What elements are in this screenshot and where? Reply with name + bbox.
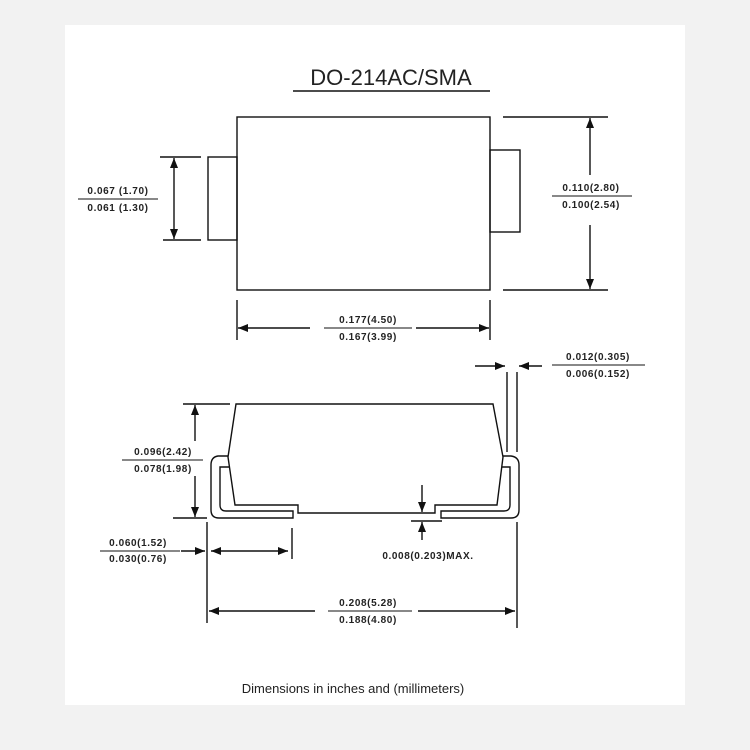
tab-height-max: 0.067 (1.70)	[87, 186, 148, 197]
standoff-label: 0.008(0.203)MAX.	[382, 551, 473, 562]
lead-length-min: 0.030(0.76)	[109, 554, 167, 565]
title: DO-214AC/SMA	[310, 65, 472, 90]
side-body-outline	[227, 403, 504, 514]
left-lead	[210, 455, 294, 519]
left-tab	[207, 156, 238, 241]
lead-thickness-min: 0.006(0.152)	[566, 369, 630, 380]
footer-note: Dimensions in inches and (millimeters)	[242, 681, 465, 696]
right-tab	[489, 149, 521, 233]
body-outline	[236, 116, 491, 291]
right-lead	[440, 455, 520, 519]
tab-height-min: 0.061 (1.30)	[87, 203, 148, 214]
side-view: 0.012(0.305) 0.006(0.152) 0.096(2.42) 0.…	[100, 352, 645, 628]
height-min: 0.078(1.98)	[134, 464, 192, 475]
lead-length-max: 0.060(1.52)	[109, 538, 167, 549]
top-view: 0.067 (1.70) 0.061 (1.30) 0.110(2.80) 0.…	[78, 116, 632, 343]
body-height-max: 0.110(2.80)	[562, 183, 619, 194]
body-length-min: 0.167(3.99)	[339, 332, 397, 343]
overall-length-max: 0.208(5.28)	[339, 598, 397, 609]
body-length-max: 0.177(4.50)	[339, 315, 397, 326]
body-height-min: 0.100(2.54)	[562, 200, 620, 211]
overall-length-min: 0.188(4.80)	[339, 615, 397, 626]
lead-thickness-max: 0.012(0.305)	[566, 352, 630, 363]
height-max: 0.096(2.42)	[134, 447, 192, 458]
